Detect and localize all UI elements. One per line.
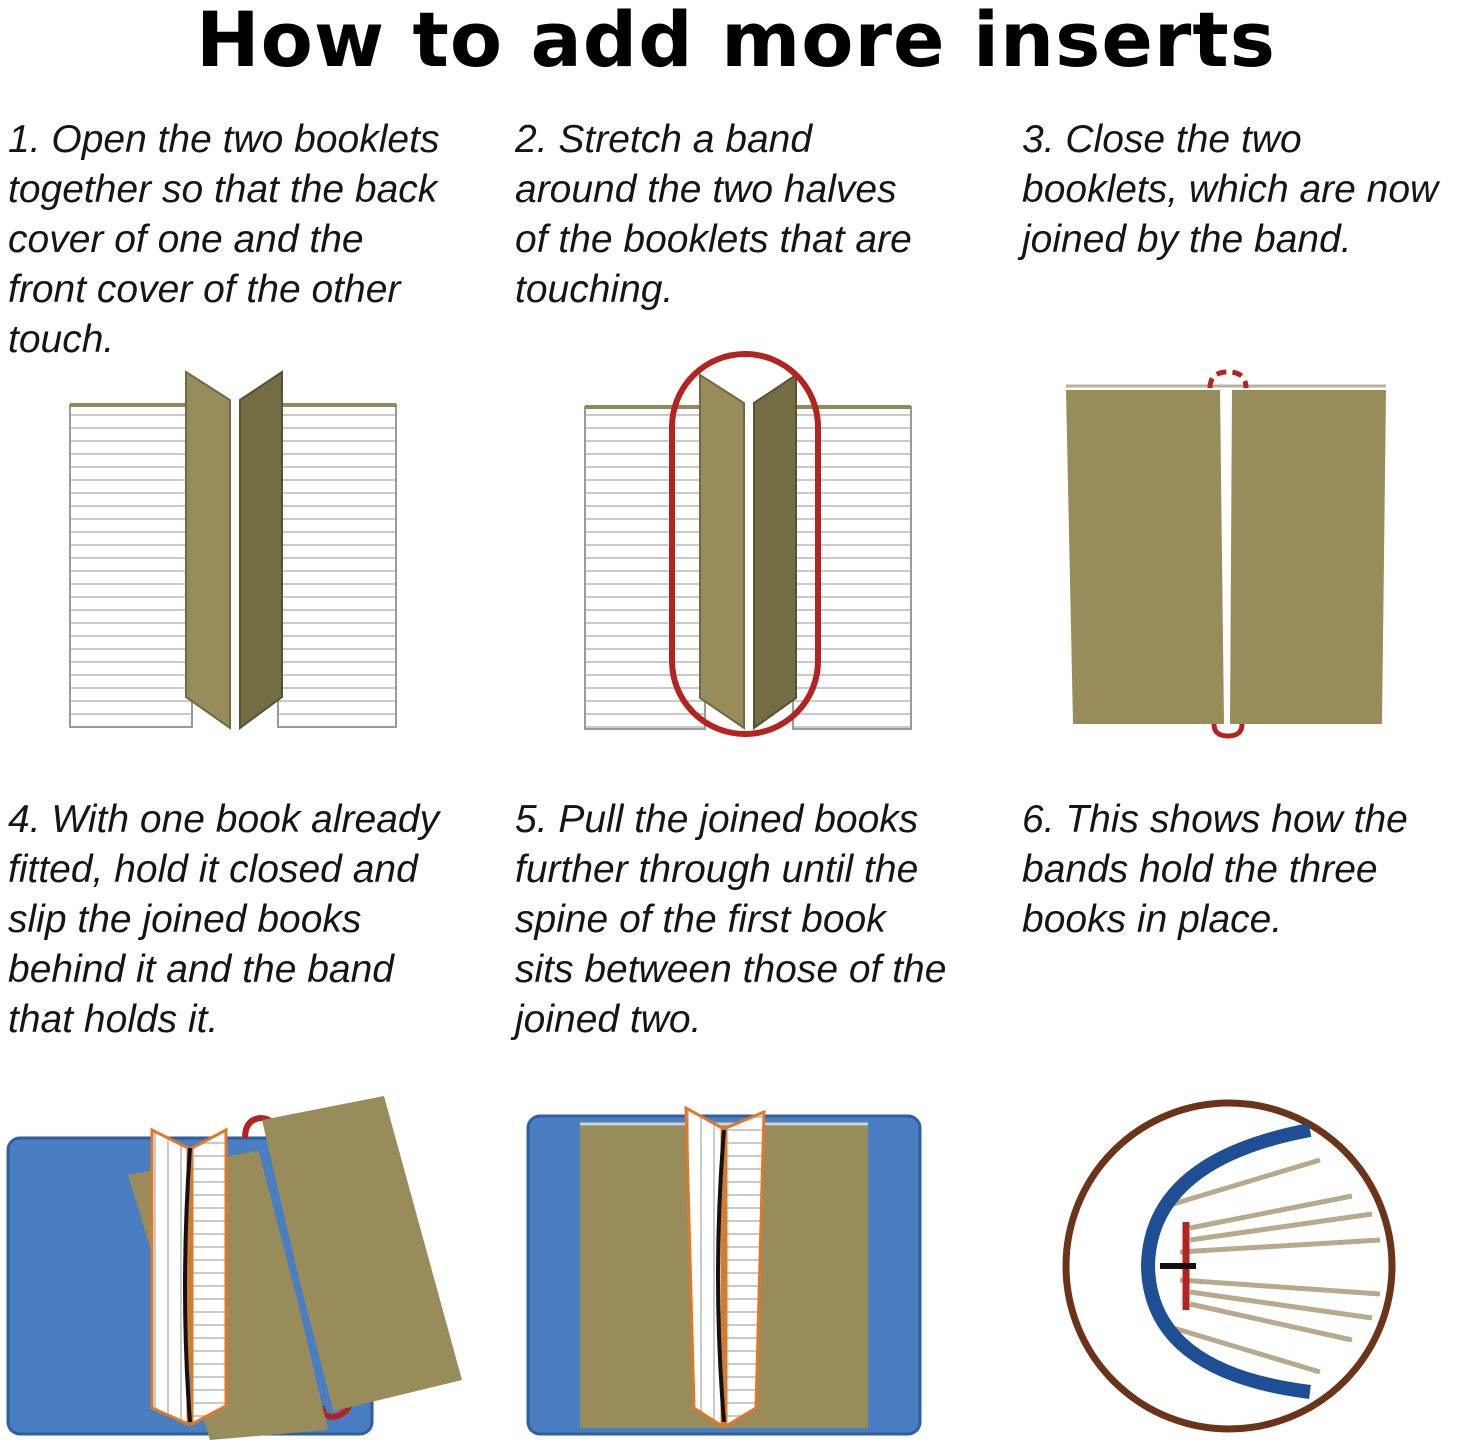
step-2-line: touching. <box>515 268 674 311</box>
step-1-text: 1. Open the two booklets together so tha… <box>8 115 439 365</box>
right-front-cover <box>753 373 797 730</box>
step-4-line: that holds it. <box>8 998 219 1041</box>
book-pages <box>1169 1157 1381 1375</box>
spine-curve <box>1140 1123 1312 1399</box>
step-5-line: 5. Pull the joined books <box>515 798 919 841</box>
step-6-text: 6. This shows how the bands hold the thr… <box>1022 795 1408 945</box>
joined-booklets <box>580 1126 868 1428</box>
step-4-line: behind it and the band <box>8 948 395 991</box>
step-1-line: touch. <box>8 318 115 361</box>
right-front-cover <box>239 370 283 730</box>
left-pages <box>584 406 706 730</box>
left-pages <box>69 404 193 728</box>
step-3-text: 3. Close the two booklets, which are now… <box>1022 115 1438 265</box>
step-5-text: 5. Pull the joined books further through… <box>515 795 946 1045</box>
insert-page-right <box>724 1109 766 1429</box>
closed-booklet-right <box>1230 390 1386 724</box>
step-3-line: booklets, which are now <box>1022 168 1439 211</box>
step-5-line: sits between those of the <box>515 948 947 991</box>
step-5-line: spine of the first book <box>515 898 886 941</box>
blue-folder-icon <box>6 1136 374 1436</box>
right-pages <box>277 404 397 728</box>
left-back-cover <box>699 373 745 730</box>
step-1-line: front cover of the other <box>8 268 401 311</box>
insert-page-right <box>190 1127 228 1427</box>
spine-detail-circle-icon <box>1062 1099 1396 1433</box>
figure-6 <box>1062 1099 1396 1433</box>
step-4-text: 4. With one book already fitted, hold it… <box>8 795 439 1045</box>
joined-booklet-front <box>262 1096 462 1412</box>
blue-folder-icon <box>526 1114 922 1436</box>
step-6-line: books in place. <box>1022 898 1283 941</box>
step-3-line: 3. Close the two <box>1022 118 1302 161</box>
figure-5 <box>526 1105 922 1436</box>
band-blue-strip <box>258 1149 334 1413</box>
band-top <box>242 1114 279 1139</box>
page-title: How to add more inserts <box>196 0 1276 84</box>
spine-line <box>183 1147 192 1423</box>
insert-page-left <box>684 1105 724 1429</box>
right-pages <box>792 406 912 730</box>
figure-4 <box>6 1096 462 1440</box>
step-2-line: around the two halves <box>515 168 897 211</box>
insert-page-left <box>150 1127 190 1427</box>
joined-booklet-back <box>128 1150 328 1440</box>
step-2-line: 2. Stretch a band <box>515 118 813 161</box>
band-top <box>1207 369 1249 389</box>
band-bottom <box>1211 723 1245 739</box>
band-bottom <box>319 1395 354 1420</box>
band-loop-icon <box>669 351 821 737</box>
step-1-line: together so that the back <box>8 168 438 211</box>
figure-1 <box>69 370 397 730</box>
left-back-cover <box>185 370 231 730</box>
step-2-line: of the booklets that are <box>515 218 912 261</box>
step-1-line: 1. Open the two booklets <box>8 118 440 161</box>
step-5-line: joined two. <box>515 998 702 1041</box>
step-1-line: cover of one and the <box>8 218 364 261</box>
step-4-line: slip the joined books <box>8 898 362 941</box>
figure-2 <box>584 351 912 737</box>
step-6-line: bands hold the three <box>1022 848 1378 891</box>
spine-line <box>716 1129 726 1423</box>
figure-3 <box>1066 369 1386 739</box>
closed-booklet-left <box>1066 390 1224 724</box>
step-4-line: 4. With one book already <box>8 798 440 841</box>
step-2-text: 2. Stretch a band around the two halves … <box>515 115 912 315</box>
step-4-line: fitted, hold it closed and <box>8 848 418 891</box>
step-6-line: 6. This shows how the <box>1022 798 1408 841</box>
step-3-line: joined by the band. <box>1022 218 1352 261</box>
step-5-line: further through until the <box>515 848 919 891</box>
